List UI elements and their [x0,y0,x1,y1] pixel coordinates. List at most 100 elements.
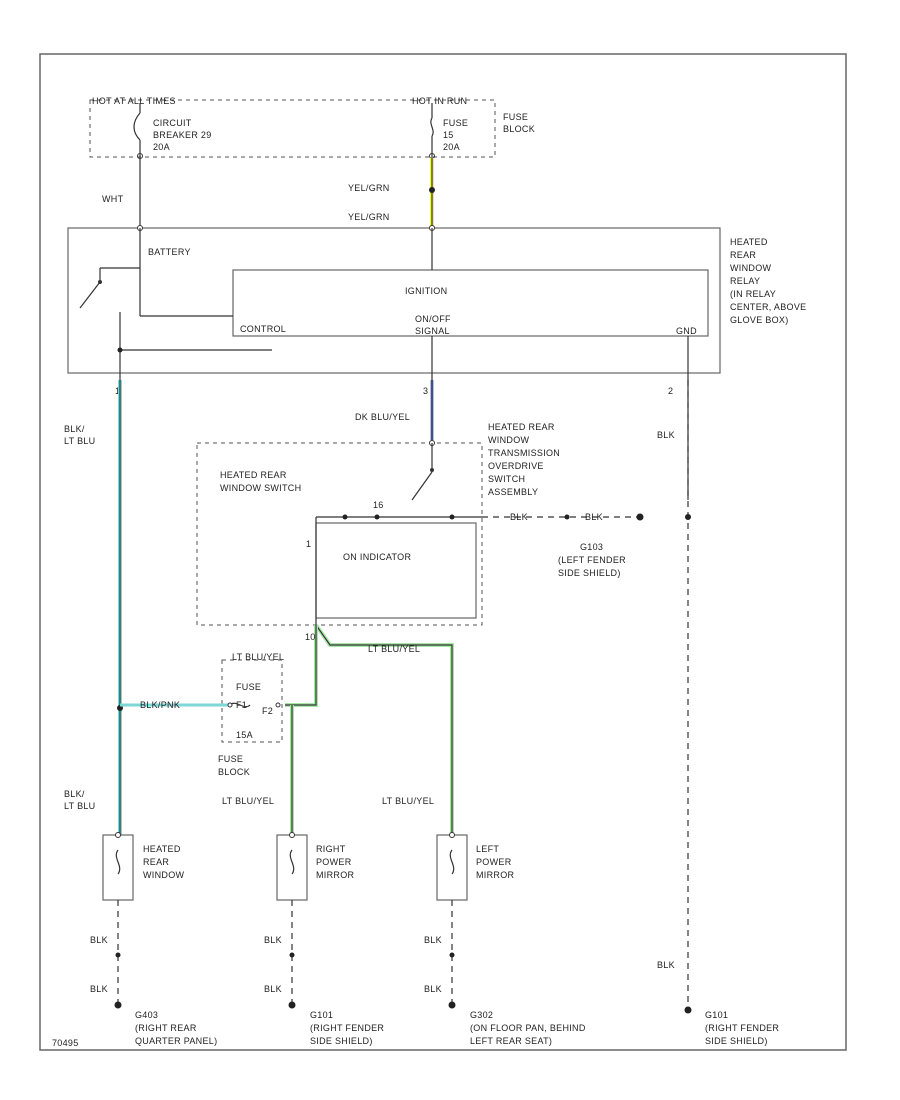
fuse-15-label-1: FUSE [443,118,468,128]
mid-fuse-label-1: FUSE [236,682,261,692]
blk-d-label: BLK [264,984,282,994]
g101-label-2: (RIGHT FENDER [310,1023,384,1033]
relay-label-5: (IN RELAY [730,289,776,299]
yel-grn-label-1: YEL/GRN [348,183,390,193]
relay-pin-2: 2 [668,386,673,396]
rpm-label-1: RIGHT [316,844,346,854]
relay-label-1: HEATED [730,237,768,247]
relay-pin-3: 3 [423,386,428,396]
mid-fuse-f2: F2 [262,706,273,716]
assembly-label-1: HEATED REAR [488,422,555,432]
blk-switch-label-2: BLK [585,512,603,522]
yel-grn-label-2: YEL/GRN [348,212,390,222]
g101b-label-1: G101 [705,1010,728,1020]
right-power-mirror-load: RIGHT POWER MIRROR BLK BLK [264,832,354,1009]
hrw-label-3: WINDOW [143,870,184,880]
relay-label-6: CENTER, ABOVE [730,302,806,312]
relay-battery-label: BATTERY [148,247,191,257]
g403-label-3: QUARTER PANEL) [135,1036,217,1046]
switch-label-2: WINDOW SWITCH [220,483,301,493]
blk-lt-blu-wire: BLK/ LT BLU BLK/ LT BLU [64,380,123,835]
assembly-label-5: SWITCH [488,474,525,484]
blk-ltblu-label-2b: LT BLU [64,801,95,811]
blk-ltblu-label-1b: LT BLU [64,436,95,446]
g103-label-1: G103 [580,542,603,552]
fuse-15-symbol [429,103,435,159]
lt-blu-yel-wires: 10 LT BLU/YEL LT BLU/YEL LT BLU/YEL [222,623,454,835]
hot-in-run-label: HOT IN RUN [412,96,467,106]
yel-grn-wire: YEL/GRN YEL/GRN [348,158,435,228]
blk-e-label: BLK [424,935,442,945]
lt-blu-yel-top-label: LT BLU/YEL [368,644,420,654]
circuit-breaker-symbol [133,103,143,159]
assembly-label-4: OVERDRIVE [488,461,544,471]
relay-label-3: WINDOW [730,263,771,273]
pin-10-label: 10 [305,632,316,642]
circuit-breaker-label-2: BREAKER 29 [153,130,212,140]
blk-right-wire: BLK BLK [657,380,692,1014]
g302-label-2: (ON FLOOR PAN, BEHIND [470,1023,586,1033]
g103-label-2: (LEFT FENDER [558,555,626,565]
assembly-label-3: TRANSMISSION [488,448,560,458]
relay-ignition-label: IGNITION [405,286,447,296]
fuse-block-top: HOT AT ALL TIMES HOT IN RUN CIRCUIT BREA… [89,96,535,158]
wht-wire-label: WHT [102,194,124,204]
lt-blu-yel-far-label: LT BLU/YEL [382,796,434,806]
mid-fuse-block-2: BLOCK [218,767,250,777]
g101b-label-3: SIDE SHIELD) [705,1036,768,1046]
fuse-block-mid: LT BLU/YEL FUSE F1 F2 15A FUSE BLOCK BLK… [120,652,284,777]
diagram-frame [39,53,847,1051]
rpm-label-2: POWER [316,857,352,867]
relay-label-2: REAR [730,250,756,260]
heated-rear-window-switch: HEATED REAR WINDOW SWITCH ON INDICATOR 1… [196,422,560,626]
hrw-label-1: HEATED [143,844,181,854]
heated-rear-window-relay: BATTERY IGNITION ON/OFF SIGNAL CONTROL G… [67,225,806,396]
blk-a-label: BLK [90,935,108,945]
blk-ltblu-label-2a: BLK/ [64,789,85,799]
lpm-label-3: MIRROR [476,870,514,880]
switch-ground-wire: BLK BLK G103 (LEFT FENDER SIDE SHIELD) [482,512,644,578]
g403-label-1: G403 [135,1010,158,1020]
relay-on-off-label-1: ON/OFF [415,314,451,324]
lt-blu-yel-right-label: LT BLU/YEL [232,652,284,662]
blk-pnk-label: BLK/PNK [140,700,180,710]
on-indicator-label: ON INDICATOR [343,552,411,562]
mid-fuse-block-1: FUSE [218,754,243,764]
g403-label-2: (RIGHT REAR [135,1023,197,1033]
g302-label-3: LEFT REAR SEAT) [470,1036,552,1046]
circuit-breaker-label-3: 20A [153,142,170,152]
hrw-label-2: REAR [143,857,169,867]
lpm-label-2: POWER [476,857,512,867]
mid-fuse-amp: 15A [236,730,253,740]
fuse-block-label-1: FUSE [503,112,528,122]
g101b-label-2: (RIGHT FENDER [705,1023,779,1033]
relay-label-4: RELAY [730,276,760,286]
switch-pin-16: 16 [373,500,384,510]
blk-ltblu-label-1a: BLK/ [64,424,85,434]
relay-control-label: CONTROL [240,324,286,334]
g101-label-3: SIDE SHIELD) [310,1036,373,1046]
relay-label-7: GLOVE BOX) [730,315,789,325]
circuit-breaker-label-1: CIRCUIT [153,118,192,128]
fuse-15-label-2: 15 [443,130,454,140]
fuse-15-label-3: 20A [443,142,460,152]
lpm-label-1: LEFT [476,844,499,854]
left-power-mirror-load: LEFT POWER MIRROR BLK BLK [424,832,514,1009]
g103-label-3: SIDE SHIELD) [558,568,621,578]
switch-pin-ind: 1 [306,539,311,549]
figure-code: 70495 [52,1038,79,1048]
assembly-label-2: WINDOW [488,435,529,445]
relay-pin-1: 1 [115,386,120,396]
blk-right-bottom-label: BLK [657,960,675,970]
assembly-label-6: ASSEMBLY [488,487,538,497]
dk-blu-yel-label: DK BLU/YEL [355,412,410,422]
g101-label-1: G101 [310,1010,333,1020]
relay-on-off-label-2: SIGNAL [415,326,450,336]
rpm-label-3: MIRROR [316,870,354,880]
blk-right-label: BLK [657,430,675,440]
dk-blu-yel-wire: DK BLU/YEL [355,380,434,440]
lt-blu-yel-left-label: LT BLU/YEL [222,796,274,806]
ground-labels: G403 (RIGHT REAR QUARTER PANEL) G101 (RI… [135,1010,779,1046]
fuse-block-label-2: BLOCK [503,124,535,134]
